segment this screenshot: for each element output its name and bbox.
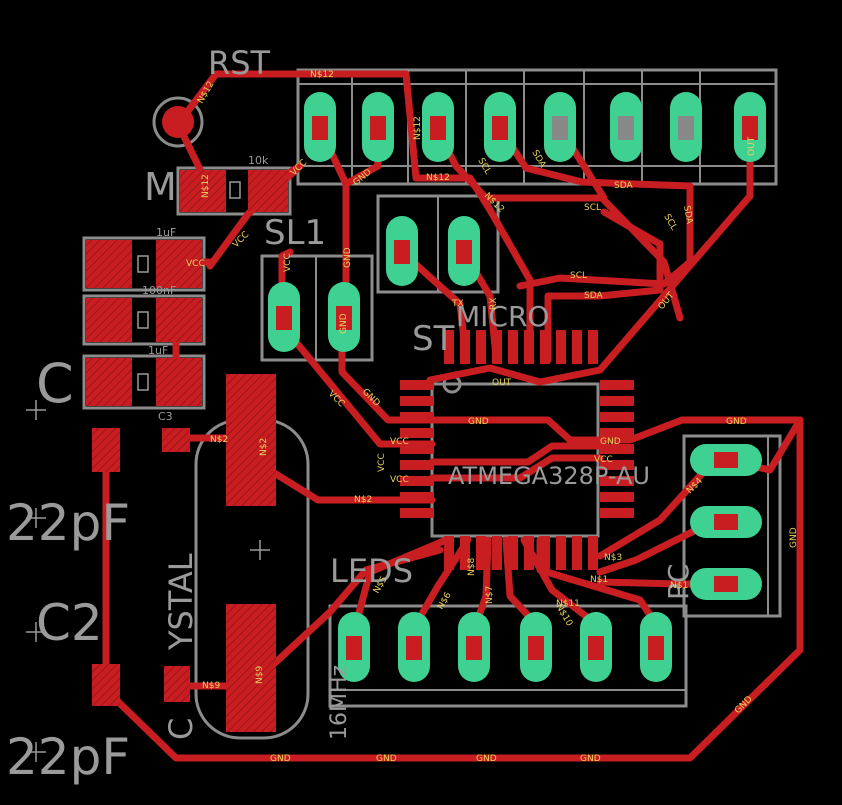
smd-pads (86, 170, 288, 732)
net-label: GND (376, 754, 397, 764)
silk-crystal-c: C (162, 718, 200, 740)
net-label: GND (343, 247, 353, 268)
net-label: N$6 (436, 591, 454, 612)
silk-100nf: 100nF (142, 284, 176, 297)
sl1-pads (268, 282, 360, 352)
net-label: TX (451, 299, 464, 309)
silk-1uf: 1uF (156, 226, 176, 239)
net-label: GND (468, 417, 489, 427)
net-label: GND (600, 437, 621, 447)
net-label: N$9 (255, 666, 265, 684)
ic-pads (400, 330, 634, 570)
header-pads-top (304, 92, 766, 162)
silk-16mhz: 16MHz (327, 665, 352, 740)
net-label: VCC (283, 253, 293, 272)
right-connector-pads (690, 444, 762, 600)
net-label: GND (580, 754, 601, 764)
net-label: N$2 (259, 438, 269, 456)
net-label: N$12 (426, 173, 450, 183)
net-label: RX (489, 298, 499, 310)
net-label: N$9 (202, 681, 220, 691)
silk-m: M (144, 165, 177, 209)
net-label: VCC (377, 453, 387, 472)
net-label: SCL (570, 271, 587, 281)
silk-c: C (36, 352, 74, 415)
silk-st: ST (412, 319, 455, 359)
net-label: GND (476, 754, 497, 764)
net-label: N$11 (556, 599, 580, 609)
silkscreen-text: RST M SL1 C 22pF C2 22pF YSTAL C MICRO S… (6, 44, 695, 786)
net-label: SDA (584, 291, 603, 301)
net-label: N$12 (201, 174, 211, 198)
silk-crystal: YSTAL (162, 553, 200, 651)
net-label: N$12 (413, 116, 423, 140)
through-hole-pads (162, 92, 766, 682)
net-label: N$7 (485, 586, 495, 604)
net-label: VCC (390, 475, 409, 485)
net-label: OUT (747, 136, 757, 156)
net-label: N$4 (685, 476, 705, 496)
net-label: N$3 (604, 553, 622, 563)
net-label: GND (270, 754, 291, 764)
net-label: N$1 (670, 581, 688, 591)
net-label: VCC (186, 259, 205, 269)
silk-c2: C2 (36, 594, 103, 652)
silk-pc: PC (662, 564, 695, 600)
net-label: SCL (661, 213, 678, 233)
micro-pads (386, 216, 480, 286)
net-label: SCL (584, 203, 601, 213)
net-label: VCC (390, 437, 409, 447)
silk-leds: LEDS (330, 552, 413, 590)
net-label: N$12 (310, 70, 334, 80)
net-label: VCC (594, 455, 613, 465)
net-label: GND (789, 527, 799, 548)
net-label: N$2 (354, 495, 372, 505)
silk-c3: C3 (158, 410, 173, 423)
silk-rst: RST (208, 44, 271, 82)
net-label: N$8 (467, 558, 477, 576)
net-label: N$2 (210, 435, 228, 445)
net-label: GND (726, 417, 747, 427)
silk-1uf-b: 1uF (148, 344, 168, 357)
led-pads (338, 612, 672, 682)
silk-22pf-top: 22pF (6, 494, 130, 552)
silk-10k: 10k (248, 154, 269, 167)
silk-micro: MICRO (456, 300, 549, 333)
net-label: N$1 (590, 575, 608, 585)
net-label: OUT (492, 378, 512, 388)
silk-sl1: SL1 (264, 213, 326, 253)
silk-22pf-bottom: 22pF (6, 728, 130, 786)
net-label: GND (339, 313, 349, 334)
net-label: SDA (614, 181, 633, 191)
net-label: VCC (326, 389, 346, 409)
silk-atmega: ATMEGA328P-AU (448, 462, 650, 490)
net-label: SDA (681, 205, 694, 226)
